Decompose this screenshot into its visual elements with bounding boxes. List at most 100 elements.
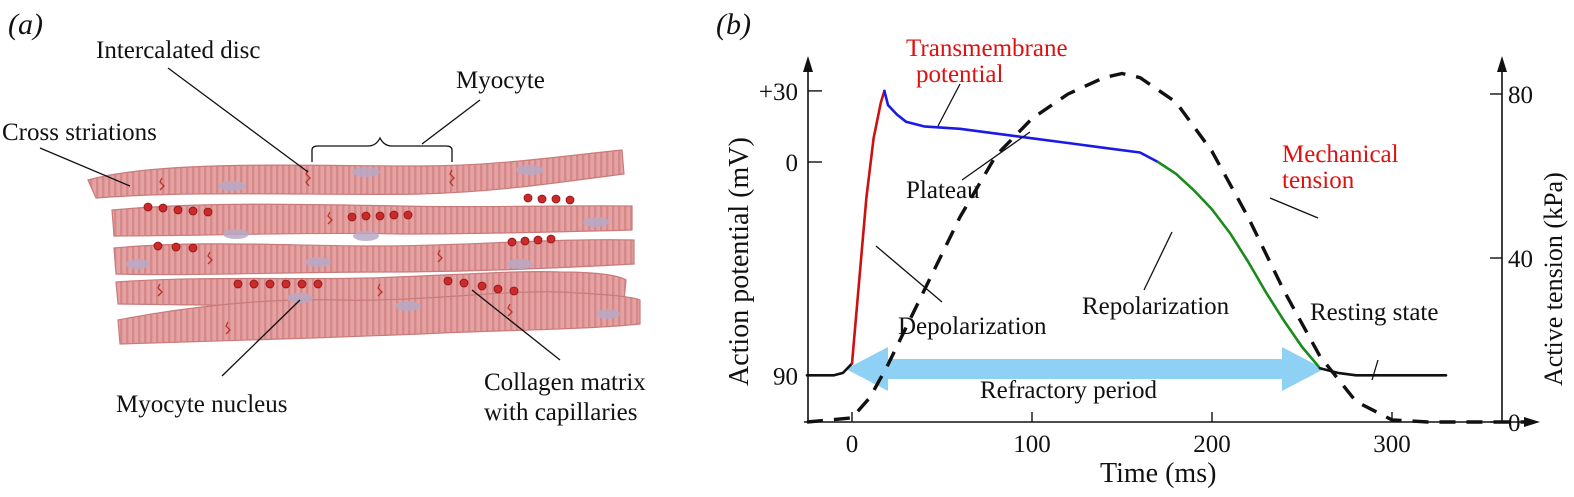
label-mechanical-tension-line2: tension [1282, 167, 1355, 194]
leader-depolarization [875, 245, 943, 303]
capillaries [143, 193, 575, 296]
y-left-tick-label: 0 [786, 150, 799, 177]
right-axis-arrow [1497, 56, 1507, 72]
disc [207, 251, 213, 265]
capillary [507, 237, 517, 247]
disc [449, 169, 455, 187]
capillary [188, 243, 198, 253]
capillary [533, 235, 543, 245]
x-tick-label: 200 [1193, 431, 1231, 458]
capillary [403, 210, 413, 220]
capillary [281, 279, 291, 289]
label-refractory-period: Refractory period [980, 377, 1158, 404]
label-collagen-line2: with capillaries [484, 399, 637, 426]
capillary [361, 211, 371, 221]
leader-lines [39, 67, 561, 377]
leader-myocyte [421, 99, 481, 145]
capillary [520, 236, 530, 246]
label-resting-state: Resting state [1310, 299, 1438, 326]
myocyte-brace [311, 136, 453, 162]
panel-a-label: (a) [8, 8, 43, 41]
series-mechanical-tension [806, 71, 1527, 424]
label-cross-striations: Cross striations [2, 119, 157, 146]
y-axis-left-title: Action potential (mV) [724, 137, 755, 386]
capillary [565, 195, 575, 205]
x-tick-label: 100 [1013, 431, 1051, 458]
nucleus [218, 181, 246, 191]
disc [159, 177, 165, 191]
y-right-tick-label: 80 [1508, 82, 1533, 109]
leader-repolarization [1143, 231, 1173, 291]
disc [377, 283, 383, 297]
y-right-tick-label: 0 [1508, 410, 1521, 437]
leader-transmembrane [937, 83, 961, 127]
capillary [188, 206, 198, 216]
nucleus [126, 259, 150, 269]
fiber-3 [113, 239, 635, 276]
myocyte-nuclei [126, 165, 620, 319]
nucleus [507, 259, 533, 269]
myocyte-fibers [87, 149, 641, 345]
series-action-potential-rest [805, 362, 854, 377]
label-mechanical-tension-line1: Mechanical [1282, 141, 1399, 168]
y-left-tick-label: +30 [759, 79, 798, 106]
capillary [143, 202, 153, 212]
panel-b-label: (b) [716, 8, 751, 41]
capillary [171, 242, 181, 252]
disc [157, 283, 163, 297]
axis-arrowheads [803, 56, 1540, 427]
nucleus [516, 165, 544, 175]
leader-collagen [471, 289, 561, 361]
capillary [551, 194, 561, 204]
label-transmembrane-line1: Transmembrane [906, 35, 1068, 62]
leader-resting-state [1371, 359, 1379, 381]
capillary [297, 279, 307, 289]
disc [437, 249, 443, 263]
annotation-leaders [875, 83, 1379, 381]
chart-series [805, 71, 1527, 424]
nucleus [395, 301, 421, 311]
axes [804, 64, 1530, 423]
capillary [158, 203, 168, 213]
nucleus [583, 217, 609, 227]
disc [305, 169, 311, 187]
leader-mechanical-tension [1269, 197, 1319, 219]
label-collagen-line1: Collagen matrix [484, 369, 646, 396]
nucleus [287, 293, 313, 303]
y-left-tick-label: 90 [773, 363, 798, 390]
nucleus [596, 309, 620, 319]
capillary [537, 194, 547, 204]
capillary [375, 211, 385, 221]
label-repolarization: Repolarization [1082, 293, 1230, 320]
label-plateau: Plateau [906, 177, 980, 204]
series-action-potential-repolarization [1156, 160, 1322, 370]
capillary [265, 279, 275, 289]
capillary [249, 279, 259, 289]
capillary [203, 207, 213, 217]
capillary [313, 279, 323, 289]
disc [327, 211, 333, 225]
x-axis-arrow [1524, 417, 1540, 427]
label-depolarization: Depolarization [898, 313, 1047, 340]
disc [507, 303, 513, 317]
capillary [523, 193, 533, 203]
nucleus [353, 231, 379, 241]
capillary [443, 276, 453, 286]
capillary [493, 284, 503, 294]
series-action-potential-plateau [883, 89, 1160, 164]
capillary [459, 278, 469, 288]
leader-cross-striations [39, 147, 131, 187]
panel-a: (a) [2, 8, 646, 426]
capillary [509, 286, 519, 296]
label-myocyte: Myocyte [456, 67, 545, 94]
leader-plateau [961, 131, 1031, 181]
capillary [233, 279, 243, 289]
label-transmembrane-line2: potential [916, 61, 1004, 88]
leader-intercalated-disc [167, 67, 309, 173]
nucleus [305, 257, 331, 267]
disc [225, 321, 231, 335]
capillary [347, 212, 357, 222]
left-axis-arrow [803, 56, 813, 72]
leader-myocyte-nucleus [221, 299, 301, 377]
